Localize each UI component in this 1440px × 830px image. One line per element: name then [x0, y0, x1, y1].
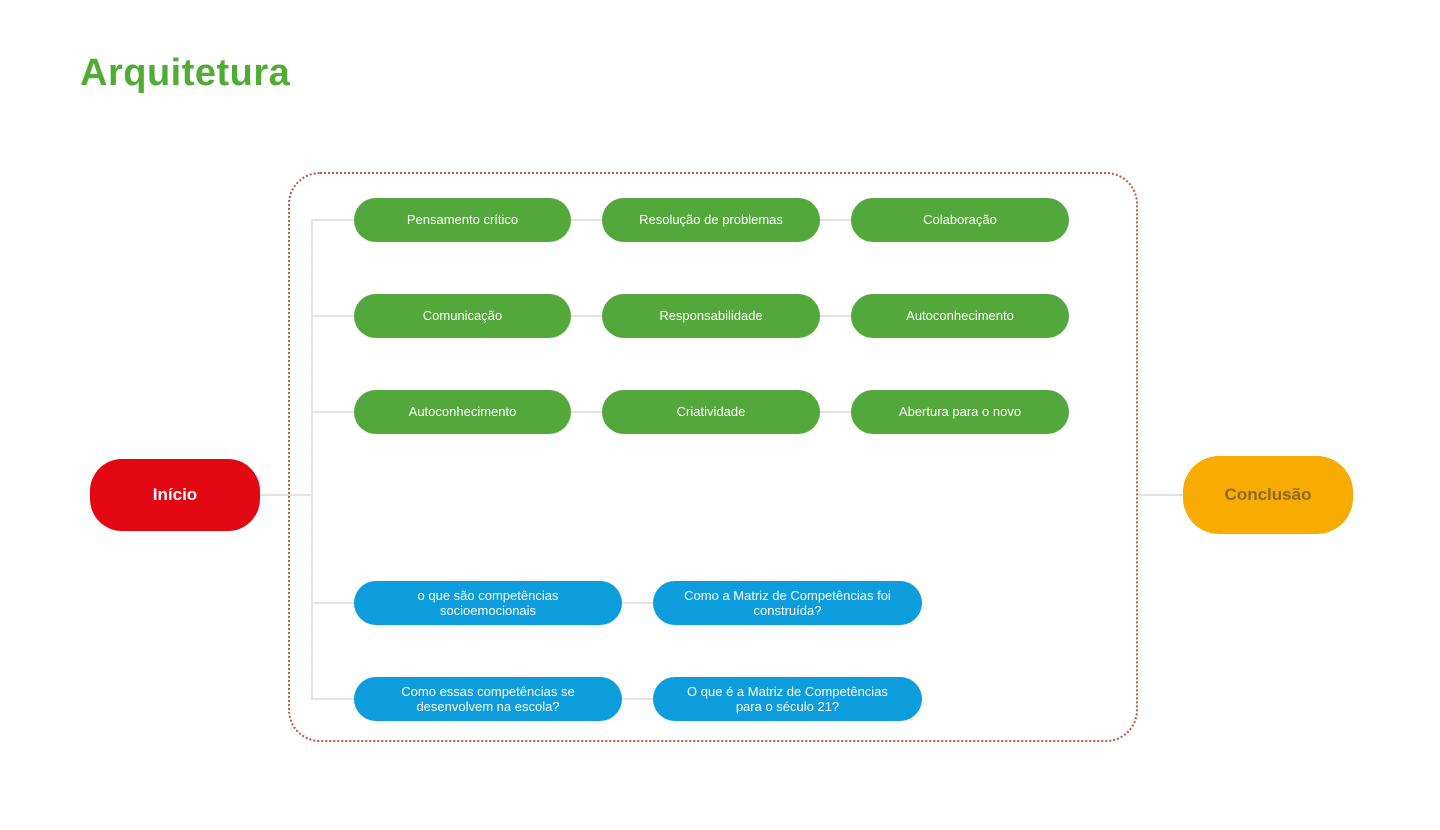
connector-branch-line [311, 219, 354, 221]
flow-node-como-matriz-construida[interactable]: Como a Matriz de Competências foi constr… [653, 581, 922, 625]
flow-node-como-desenvolvem-escola[interactable]: Como essas competências se desenvolvem n… [354, 677, 622, 721]
connector-branch-line [311, 698, 354, 700]
flow-node-resolucao-problemas[interactable]: Resolução de problemas [602, 198, 820, 242]
connector-trunk-line [311, 219, 313, 700]
end-node[interactable]: Conclusão [1183, 456, 1353, 534]
flow-node-responsabilidade[interactable]: Responsabilidade [602, 294, 820, 338]
flow-node-colaboracao[interactable]: Colaboração [851, 198, 1069, 242]
flow-node-abertura-para-o-novo[interactable]: Abertura para o novo [851, 390, 1069, 434]
content-dotted-frame [288, 172, 1138, 742]
flow-node-o-que-e-matriz-seculo-21[interactable]: O que é a Matriz de Competências para o … [653, 677, 922, 721]
connector-branch-line [311, 315, 354, 317]
start-node[interactable]: Início [90, 459, 260, 531]
connector-end-line [1138, 494, 1183, 496]
connector-gap-line [820, 411, 851, 413]
flow-node-criatividade[interactable]: Criatividade [602, 390, 820, 434]
connector-gap-line [820, 219, 851, 221]
connector-gap-line [571, 219, 602, 221]
flow-node-o-que-sao-competencias[interactable]: o que são competências socioemocionais [354, 581, 622, 625]
flow-node-autoconhecimento-2[interactable]: Autoconhecimento [354, 390, 571, 434]
connector-gap-line [820, 315, 851, 317]
connector-gap-line [622, 602, 653, 604]
connector-start-line [260, 494, 312, 496]
connector-gap-line [571, 411, 602, 413]
connector-branch-line [311, 602, 354, 604]
flow-node-autoconhecimento[interactable]: Autoconhecimento [851, 294, 1069, 338]
page-title: Arquitetura [80, 52, 291, 94]
connector-gap-line [622, 698, 653, 700]
connector-gap-line [571, 315, 602, 317]
connector-branch-line [311, 411, 354, 413]
flow-node-comunicacao[interactable]: Comunicação [354, 294, 571, 338]
flow-node-pensamento-critico[interactable]: Pensamento crítico [354, 198, 571, 242]
